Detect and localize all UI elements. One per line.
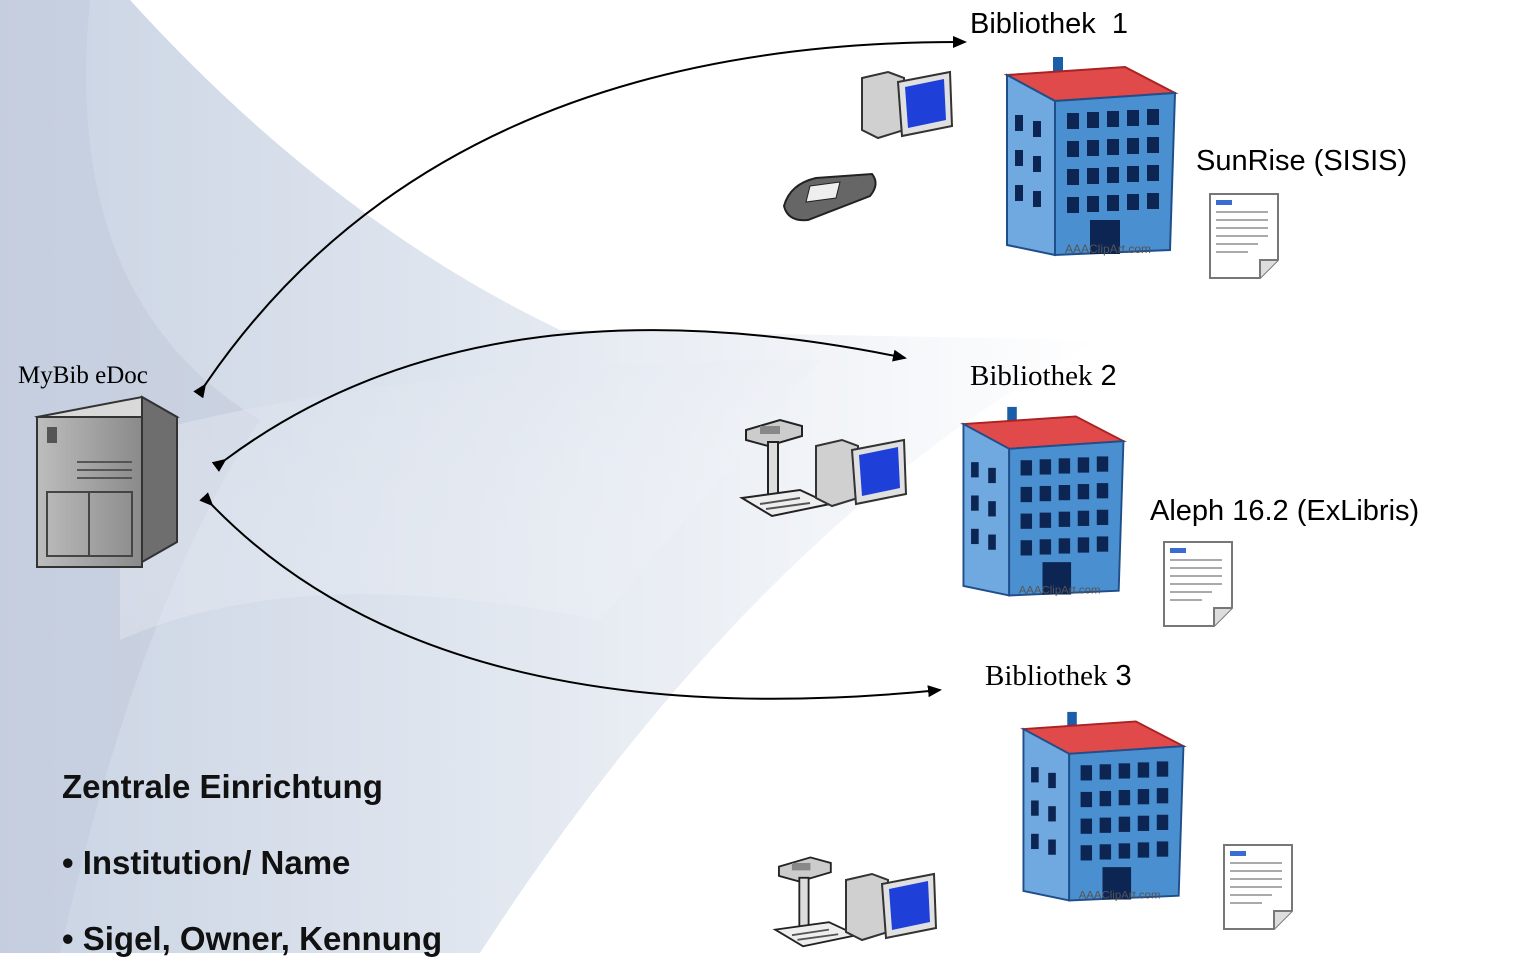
library-1-system: SunRise (SISIS) bbox=[1196, 145, 1408, 177]
central-bullet-2-text: Sigel, Owner, Kennung bbox=[82, 920, 443, 957]
library-2-document-icon bbox=[1163, 541, 1233, 627]
library-1-label: Bibliothek 1 bbox=[970, 8, 1128, 41]
library-2-number: 2 bbox=[1100, 360, 1117, 392]
server-tower-icon bbox=[34, 395, 180, 568]
library-3-name: Bibliothek bbox=[985, 660, 1108, 692]
library-1-name: Bibliothek bbox=[970, 8, 1096, 40]
library-1-number: 1 bbox=[1111, 8, 1129, 40]
library-2-label: Bibliothek 2 bbox=[970, 360, 1117, 393]
bullet-dot: • bbox=[62, 844, 74, 881]
library-1-scanner-icon bbox=[782, 172, 877, 222]
library-1-document-icon bbox=[1209, 193, 1279, 279]
library-2-computer-icon bbox=[815, 438, 908, 508]
library-3-number: 3 bbox=[1115, 660, 1132, 692]
library-3-label: Bibliothek 3 bbox=[985, 660, 1132, 693]
arrow-library-3 bbox=[199, 492, 942, 700]
library-3-computer-icon bbox=[845, 872, 938, 942]
central-heading: Zentrale Einrichtung bbox=[62, 768, 383, 805]
central-bullet-2: • Sigel, Owner, Kennung bbox=[62, 920, 442, 958]
library-3-building-icon: AAAClipArt.com bbox=[1020, 711, 1187, 902]
library-1-building-icon: AAAClipArt.com bbox=[1003, 57, 1179, 257]
arrow-library-1 bbox=[193, 35, 967, 399]
library-1-watermark: AAAClipArt.com bbox=[1065, 242, 1151, 256]
library-3-watermark: AAAClipArt.com bbox=[1079, 890, 1161, 902]
bullet-dot: • bbox=[62, 920, 74, 957]
central-bullet-1-text: Institution/ Name bbox=[82, 844, 351, 881]
arrow-library-2 bbox=[211, 329, 907, 472]
library-2-building-icon: AAAClipArt.com bbox=[960, 406, 1127, 597]
library-3-book-scanner-icon bbox=[772, 856, 860, 948]
central-bullet-1: • Institution/ Name bbox=[62, 844, 350, 882]
library-3-document-icon bbox=[1223, 844, 1293, 930]
library-2-watermark: AAAClipArt.com bbox=[1019, 585, 1101, 597]
library-2-system: Aleph 16.2 (ExLibris) bbox=[1150, 495, 1420, 527]
library-2-name: Bibliothek bbox=[970, 360, 1093, 392]
server-label: MyBib eDoc bbox=[18, 362, 148, 389]
library-1-computer-icon bbox=[861, 70, 954, 140]
